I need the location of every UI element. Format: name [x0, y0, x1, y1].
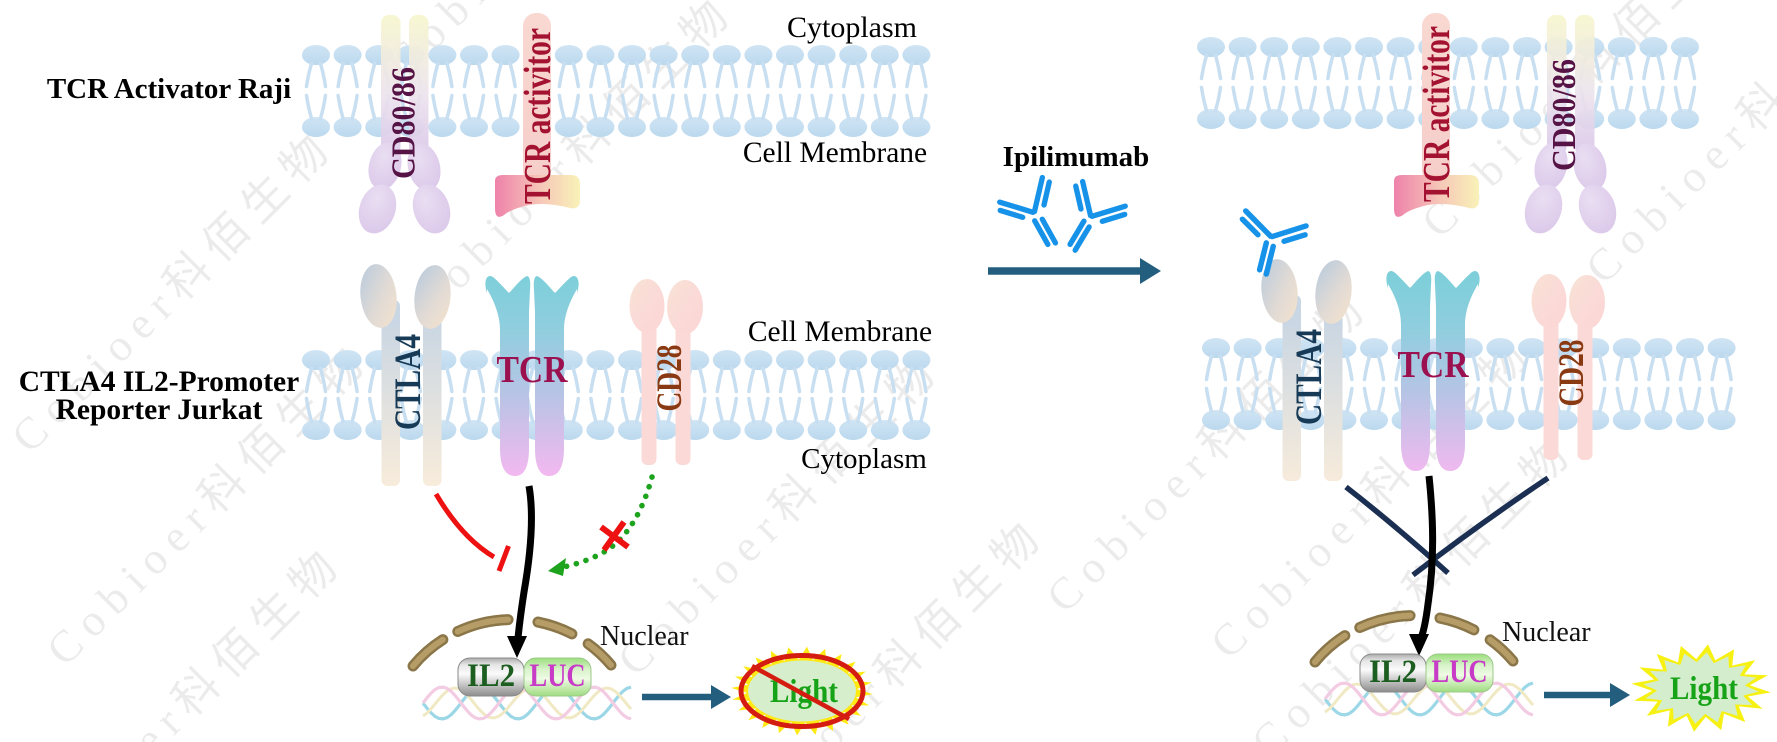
svg-text:Ipilimumab: Ipilimumab — [1003, 141, 1150, 173]
svg-text:Cell Membrane: Cell Membrane — [748, 316, 932, 348]
svg-text:IL2: IL2 — [1369, 654, 1417, 690]
svg-text:Light: Light — [1670, 671, 1738, 707]
svg-text:CD28: CD28 — [649, 345, 689, 412]
svg-text:TCR: TCR — [497, 349, 568, 391]
svg-text:Nuclear: Nuclear — [600, 621, 689, 652]
svg-text:TCR: TCR — [1398, 344, 1469, 386]
svg-text:CD80/86: CD80/86 — [1546, 59, 1583, 171]
svg-text:Cytoplasm: Cytoplasm — [787, 11, 917, 44]
svg-text:CD80/86: CD80/86 — [386, 67, 423, 179]
svg-text:IL2: IL2 — [467, 658, 515, 694]
svg-text:CTLA4: CTLA4 — [388, 334, 429, 430]
svg-text:Nuclear: Nuclear — [1502, 617, 1591, 648]
svg-text:LUC: LUC — [1432, 654, 1488, 690]
svg-text:Cell Membrane: Cell Membrane — [743, 137, 927, 169]
svg-text:CTLA4 IL2-Promoter: CTLA4 IL2-Promoter — [19, 366, 299, 398]
svg-text:LUC: LUC — [530, 658, 586, 694]
svg-text:TCR activitor: TCR activitor — [517, 28, 559, 204]
svg-text:TCR activitor: TCR activitor — [1416, 26, 1458, 202]
svg-text:TCR Activator Raji: TCR Activator Raji — [47, 73, 291, 105]
svg-text:CD28: CD28 — [1551, 340, 1591, 407]
svg-text:CTLA4: CTLA4 — [1289, 329, 1330, 425]
svg-text:Reporter Jurkat: Reporter Jurkat — [56, 394, 263, 426]
svg-text:Cytoplasm: Cytoplasm — [801, 443, 927, 475]
